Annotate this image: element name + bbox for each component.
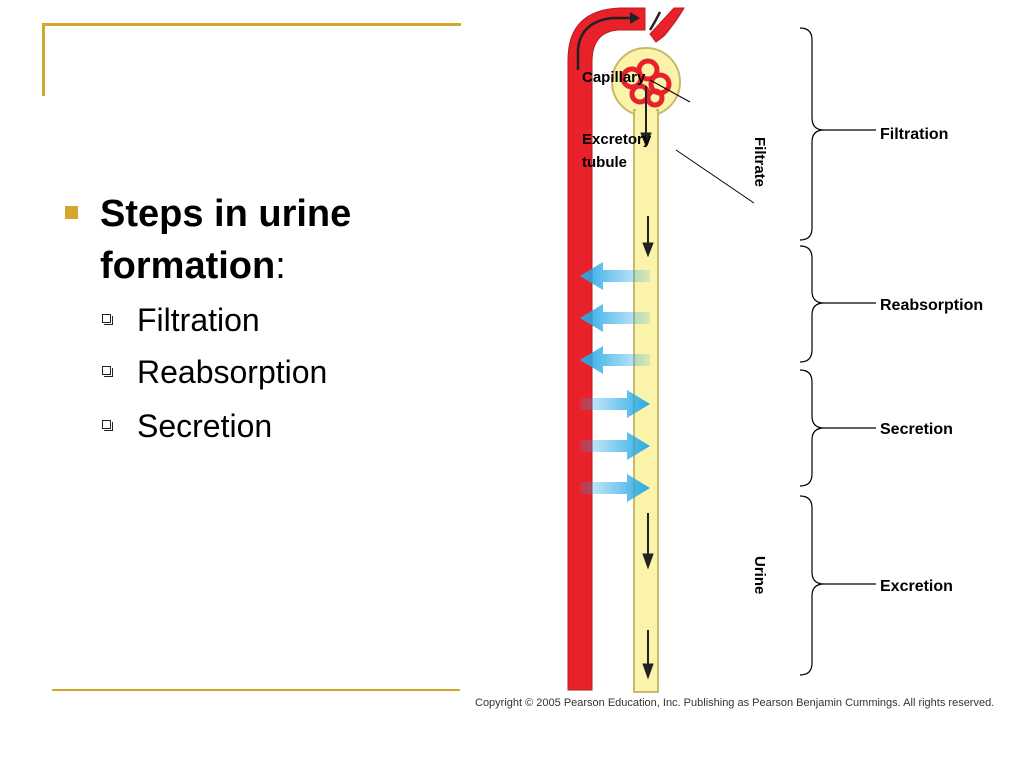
- checkbox-bullet-icon: [102, 314, 113, 325]
- step-label-filtration: Filtration: [880, 126, 948, 143]
- step-label-excretion: Excretion: [880, 578, 953, 595]
- step-label-secretion: Secretion: [880, 421, 953, 438]
- urine-label: Urine: [751, 556, 768, 594]
- excretory-label: Excretory: [582, 131, 652, 148]
- urine-formation-diagram: Capillary Excretory tubule Filtrate Urin…: [567, 7, 983, 693]
- slide-frame-corner: [42, 23, 461, 96]
- step-leader-lines: [824, 129, 876, 585]
- filtrate-label: Filtrate: [751, 137, 768, 187]
- square-bullet-icon: [65, 206, 78, 219]
- step-label-reabsorption: Reabsorption: [880, 297, 983, 314]
- checkbox-bullet-icon: [102, 420, 113, 431]
- sub-item-label: Reabsorption: [137, 354, 328, 390]
- brace-reabsorption: [799, 245, 825, 363]
- sub-item-label: Secretion: [137, 408, 273, 444]
- glomerulus: [620, 58, 672, 108]
- copyright-notice: Copyright © 2005 Pearson Education, Inc.…: [475, 697, 995, 709]
- capillary-vessel: [567, 7, 685, 691]
- filtrate-flow-arrows: [640, 86, 654, 680]
- tubule-label: tubule: [582, 154, 627, 171]
- checkbox-bullet-icon: [102, 366, 113, 377]
- heading-text: Steps in urine formation: [100, 193, 352, 287]
- sub-item-label: Filtration: [137, 302, 260, 338]
- reabsorption-arrows: [580, 262, 650, 374]
- brace-excretion: [799, 495, 825, 676]
- slide-heading: Steps in urine formation:: [100, 188, 430, 292]
- brace-secretion: [799, 369, 825, 487]
- tubule-leader-line: [675, 149, 755, 204]
- brace-filtration: [799, 27, 825, 241]
- heading-colon: :: [275, 245, 286, 287]
- bottom-rule: [52, 689, 460, 691]
- step-braces: [799, 27, 825, 676]
- capillary-leader-line: [649, 79, 691, 103]
- secretion-arrows: [580, 390, 650, 502]
- capillary-label: Capillary: [582, 69, 646, 86]
